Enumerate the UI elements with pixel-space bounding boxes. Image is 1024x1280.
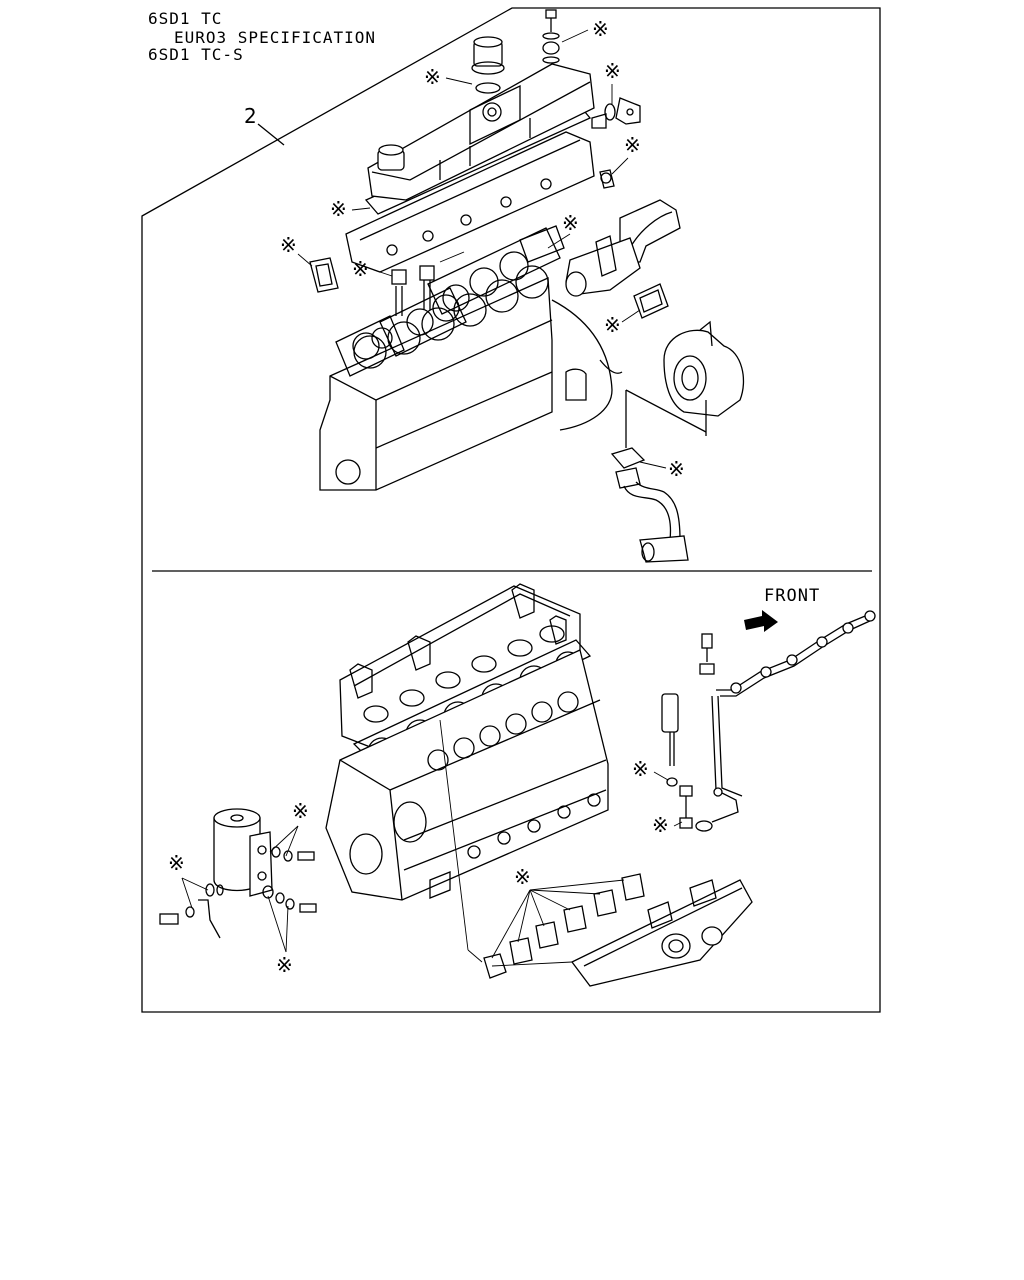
exhaust-manifold-gaskets	[483, 873, 645, 979]
asterisk-icon: ※	[276, 953, 293, 977]
front-direction-label: FRONT	[764, 586, 821, 606]
injection-pipes	[695, 610, 876, 832]
water-outlet-pipe	[591, 97, 641, 129]
oil-filter-assembly	[159, 808, 317, 939]
injector-leaders	[439, 719, 483, 963]
oil-filler-cap	[471, 36, 505, 94]
asterisk-icon: ※	[352, 257, 369, 281]
cylinder-head-gasket	[335, 225, 565, 377]
specification-subtitle: EURO3 SPECIFICATION	[174, 28, 377, 47]
asterisk-icon: ※	[292, 799, 309, 823]
intake-elbow-gasket	[309, 257, 339, 293]
asterisk-icon: ※	[604, 59, 621, 83]
cylinder-block-top	[319, 277, 623, 491]
head-bolts	[391, 265, 435, 316]
asterisk-icon: ※	[330, 197, 347, 221]
asterisk-icon: ※	[592, 17, 609, 41]
head-cover-bolt	[542, 9, 560, 64]
asterisk-icon: ※	[280, 233, 297, 257]
asterisk-icon: ※	[424, 65, 441, 89]
asterisk-icon: ※	[604, 313, 621, 337]
injector-seal-washer	[666, 777, 678, 787]
filler-cap-oring	[475, 82, 501, 94]
intake-pipe-gasket	[599, 169, 615, 189]
engine-model-variant: 6SD1 TC-S	[148, 45, 244, 64]
asterisk-icon: ※	[514, 865, 531, 889]
asterisk-icon: ※	[168, 851, 185, 875]
cylinder-block-bottom	[325, 649, 609, 901]
replaceable-markers-top: ※ ※ ※ ※ ※ ※ ※ ※ ※ ※	[280, 17, 685, 481]
exhaust-manifold-bottom	[571, 879, 753, 987]
cover-rubber-seal	[542, 41, 560, 55]
turbocharger	[625, 320, 745, 448]
cylinder-head-cover	[367, 63, 595, 201]
fuel-injector	[661, 633, 715, 829]
outlet-oring	[604, 103, 616, 121]
asterisk-icon: ※	[632, 757, 649, 781]
turbo-oil-return-pipe	[610, 447, 689, 563]
asterisk-icon: ※	[652, 813, 669, 837]
asterisk-icon: ※	[562, 211, 579, 235]
cylinder-head	[345, 131, 595, 273]
replaceable-markers-bottom: ※ ※ ※ ※ ※ ※	[168, 757, 683, 977]
asterisk-icon: ※	[668, 457, 685, 481]
arrow-right-icon	[744, 610, 778, 632]
cylinder-head-bottom	[339, 583, 581, 751]
engine-model-title: 6SD1 TC	[148, 9, 223, 28]
asterisk-icon: ※	[624, 133, 641, 157]
oil-return-gasket	[610, 447, 646, 469]
turbo-gasket	[633, 283, 669, 319]
ref-leader-line	[257, 123, 285, 146]
exhaust-manifold	[565, 235, 641, 297]
kit-frame	[141, 7, 881, 1013]
part-ref-number: 2	[244, 104, 257, 128]
